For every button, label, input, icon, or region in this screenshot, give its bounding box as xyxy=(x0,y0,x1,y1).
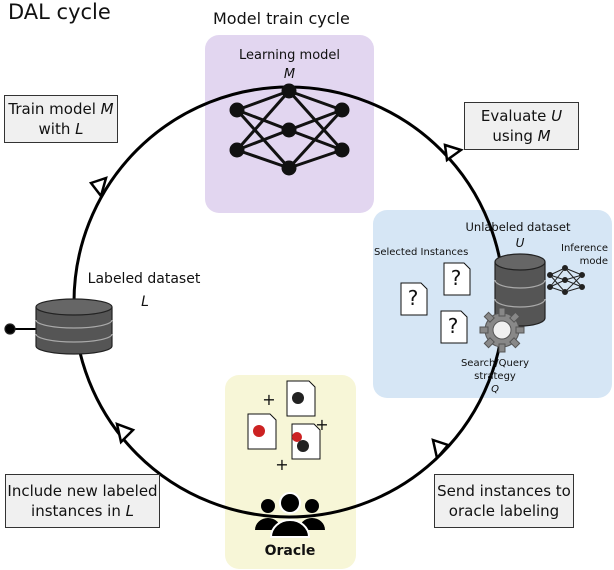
arrowhead-icon xyxy=(115,422,136,445)
model-symbol: M xyxy=(283,67,296,82)
document-icon xyxy=(247,380,321,460)
unlabeled-label: Unlabeled dataset xyxy=(465,220,571,234)
include-labeled-box: Include new labeled instances in L xyxy=(5,474,160,528)
oracle-label: Oracle xyxy=(264,543,316,559)
plus-sign: + xyxy=(275,455,289,474)
plus-sign: + xyxy=(262,390,276,409)
evaluate-sym1: U xyxy=(551,107,563,125)
send-line2: oracle labeling xyxy=(448,502,560,520)
train-sym1: M xyxy=(100,100,114,118)
evaluate-line1: Evaluate xyxy=(480,107,552,125)
include-sym2: L xyxy=(125,502,134,520)
strategy-symbol: Q xyxy=(491,384,499,395)
question-mark: ? xyxy=(450,266,462,290)
include-line2: instances in xyxy=(31,502,126,520)
include-line1: Include new labeled xyxy=(7,482,158,500)
document-icon xyxy=(400,262,471,344)
evaluate-sym2: M xyxy=(537,127,551,145)
arrowhead-icon xyxy=(88,176,108,199)
train-line2: with xyxy=(38,120,76,138)
database-icon xyxy=(4,298,113,355)
users-icon xyxy=(255,492,325,538)
diagram-title: DAL cycle xyxy=(8,0,111,24)
neural-network-icon xyxy=(229,83,350,176)
evaluate-box: Evaluate U using M xyxy=(464,102,579,150)
train-line1: Train model xyxy=(8,100,101,118)
unlabeled-symbol: U xyxy=(515,236,525,250)
inference-label: Inference mode xyxy=(561,243,608,267)
model-label: Learning model xyxy=(238,48,341,63)
question-mark: ? xyxy=(407,286,419,310)
send-instances-box: Send instances to oracle labeling xyxy=(434,474,574,528)
gear-icon xyxy=(479,307,525,353)
arrowhead-icon xyxy=(431,438,451,461)
plus-sign: + xyxy=(315,415,329,434)
train-model-box: Train model M with L xyxy=(4,95,118,143)
strategy-text: Search/Query strategy xyxy=(460,358,530,382)
arrowhead-icon xyxy=(443,143,464,163)
evaluate-line2: using xyxy=(492,127,538,145)
model-cycle-title: Model train cycle xyxy=(213,9,350,28)
question-mark: ? xyxy=(447,314,459,338)
document-label-icon xyxy=(253,392,309,452)
labeled-dataset-label: Labeled dataset xyxy=(87,271,201,287)
labeled-dataset-symbol: L xyxy=(141,294,149,310)
selected-instances-label: Selected Instances xyxy=(374,247,469,258)
strategy-label: Search/Query strategy Q xyxy=(455,357,535,396)
train-sym2: L xyxy=(75,120,84,138)
send-line1: Send instances to xyxy=(437,482,571,500)
neural-network-icon xyxy=(547,265,585,295)
